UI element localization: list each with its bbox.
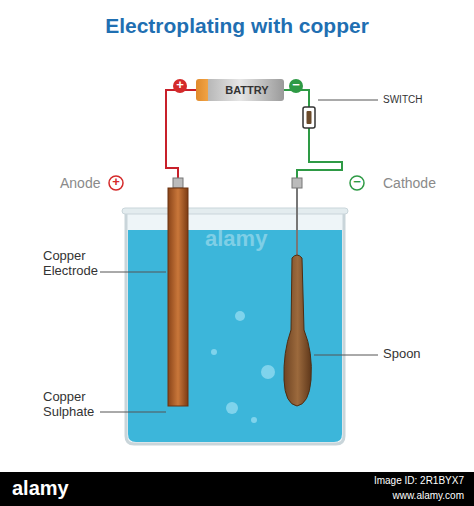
positive-wire	[166, 90, 196, 180]
bubble	[261, 365, 275, 379]
bubble	[211, 349, 217, 355]
terminal-sign: −	[291, 78, 301, 93]
positive-terminal	[173, 79, 187, 93]
image-id: Image ID: 2R1BYX7	[300, 475, 464, 487]
bubble	[226, 402, 238, 414]
anode-sign	[109, 176, 123, 190]
cathode-clip	[292, 178, 302, 188]
part-label: SWITCH	[383, 94, 422, 106]
negative-terminal	[289, 79, 303, 93]
switch-symbol	[303, 107, 315, 128]
terminal-sign: +	[175, 78, 185, 93]
polarity-sign: +	[111, 175, 121, 190]
watermark: alamy	[12, 477, 69, 500]
polarity-sign: −	[352, 175, 362, 190]
source-url: www.alamy.com	[300, 490, 464, 502]
spoon	[284, 255, 311, 406]
bubble	[235, 311, 245, 321]
anode-clip	[173, 178, 183, 188]
part-label: Spoon	[383, 347, 421, 362]
beaker	[126, 212, 344, 444]
beaker-rim	[122, 208, 348, 214]
leader-line	[318, 100, 378, 101]
electrode-label: Anode	[60, 175, 100, 191]
leader-line	[100, 272, 166, 273]
electrode-label: Cathode	[383, 175, 436, 191]
battery-label: BATTRY	[225, 84, 268, 96]
leader-line	[100, 412, 166, 413]
spoon-wire	[296, 188, 298, 262]
part-label: Copper Electrode	[43, 249, 103, 279]
diagram-title: Electroplating with copper	[0, 14, 474, 38]
cathode-sign	[350, 176, 364, 190]
bubble	[251, 417, 257, 423]
battery-body: BATTRY	[196, 79, 284, 101]
switch-lever	[307, 111, 312, 124]
leader-line	[314, 355, 378, 356]
negative-wire	[284, 90, 342, 180]
footer-bar	[0, 472, 474, 506]
copper-electrode	[168, 188, 188, 406]
copper-sulphate-solution	[128, 230, 342, 442]
watermark: alamy	[205, 226, 267, 251]
part-label: Copper Sulphate	[43, 390, 103, 420]
